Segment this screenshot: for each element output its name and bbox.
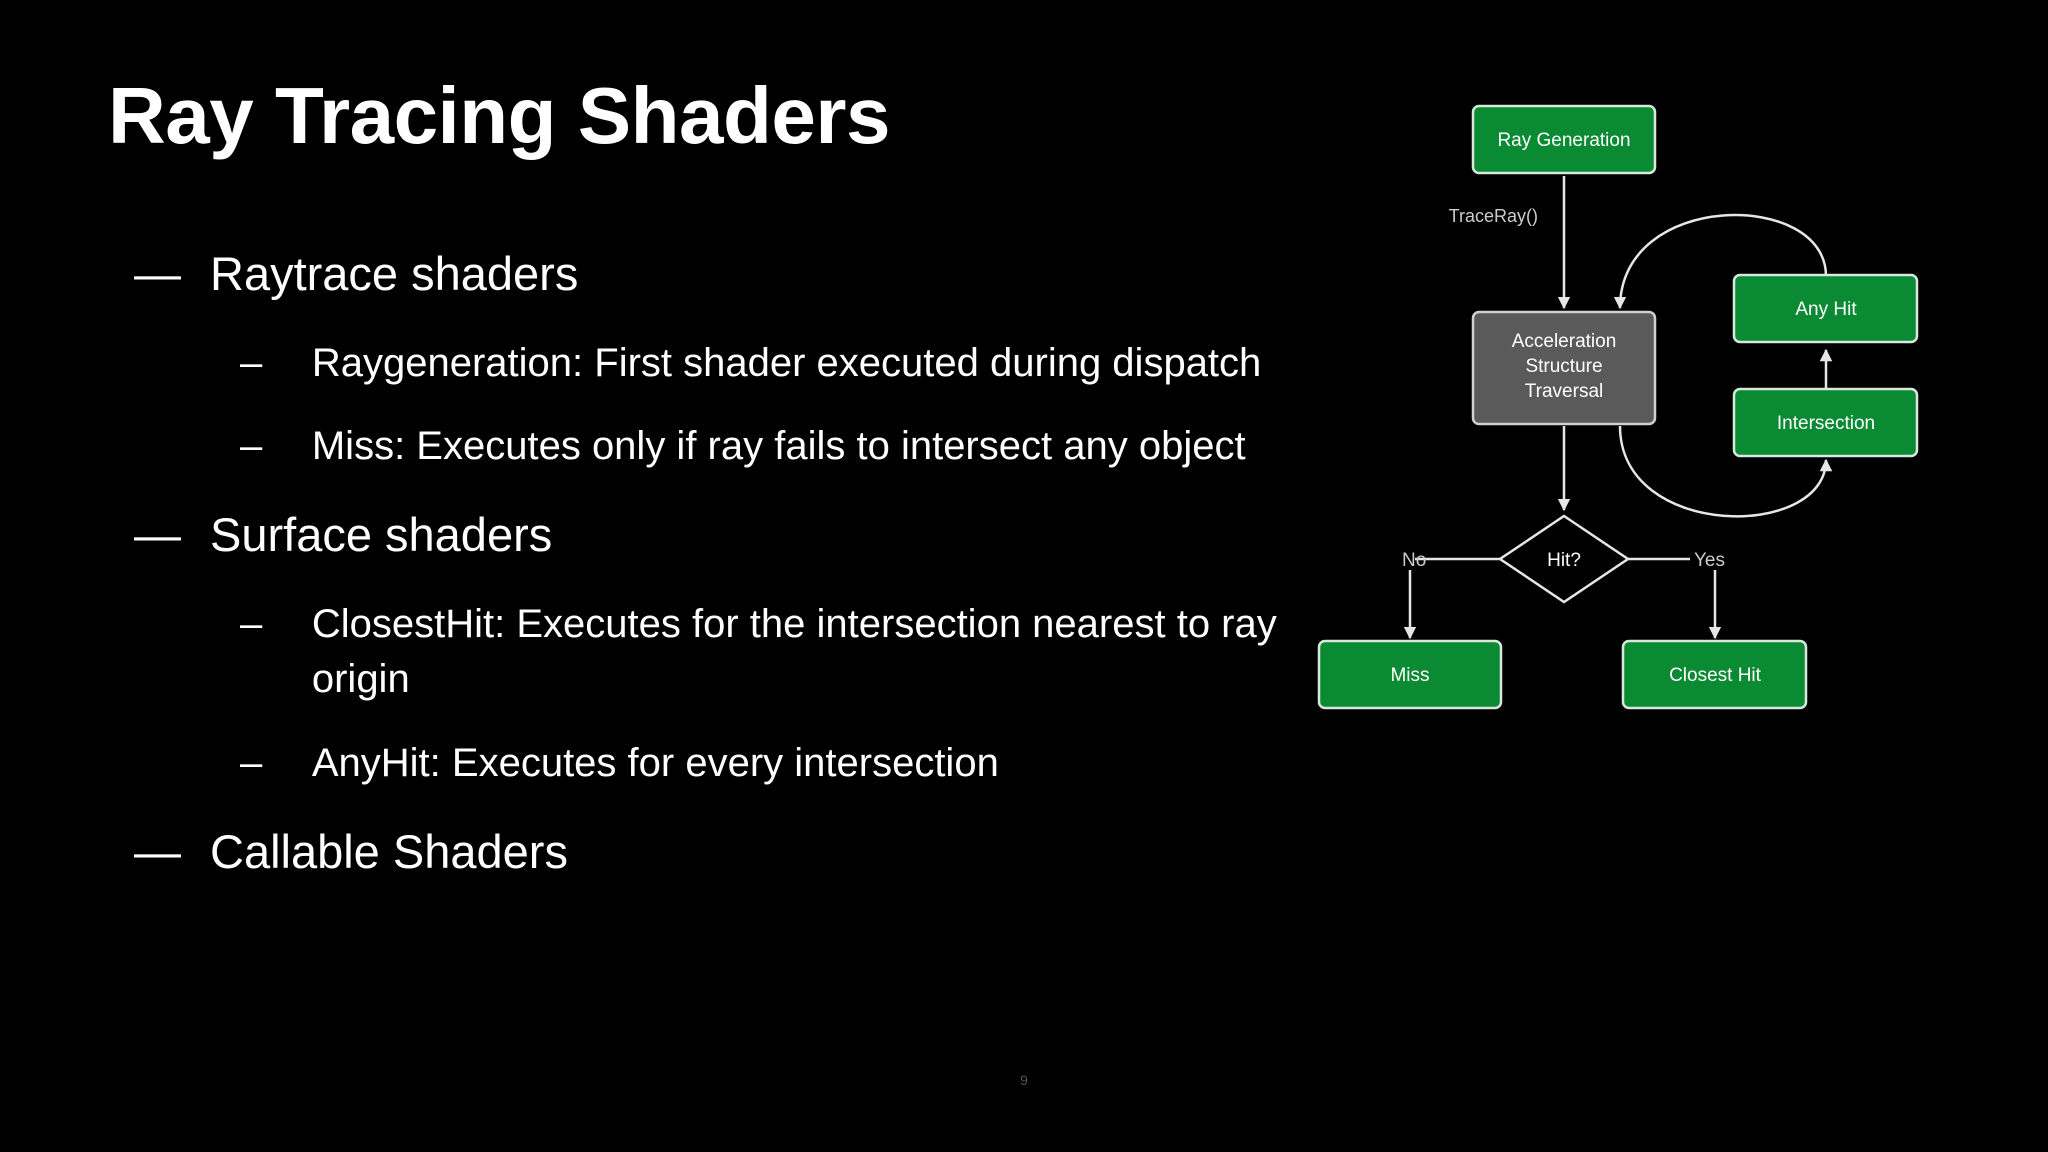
ray-generation-node: Ray Generation: [1471, 104, 1657, 175]
bullet-dash: —: [134, 508, 181, 561]
any-hit-label: Any Hit: [1795, 299, 1857, 320]
bullet-raygeneration: – Raygeneration: First shader executed d…: [240, 336, 1300, 391]
ray-generation-label: Ray Generation: [1497, 130, 1630, 151]
bullet-miss: – Miss: Executes only if ray fails to in…: [240, 419, 1300, 474]
acceleration-label-line1: Acceleration: [1512, 331, 1617, 352]
bullet-anyhit: – AnyHit: Executes for every intersectio…: [240, 736, 1300, 791]
bullet-subdash: –: [240, 602, 263, 646]
bullet-dash: —: [134, 825, 181, 878]
page-number: 9: [1020, 1072, 1028, 1088]
slide-title: Ray Tracing Shaders: [108, 71, 890, 160]
bullet-subdash: –: [240, 341, 263, 385]
bullet-dash: —: [134, 247, 181, 300]
bullet-raytrace-shaders: — Raytrace shaders: [134, 246, 578, 302]
bullet-list: — Raytrace shaders – Raygeneration: Firs…: [134, 246, 1300, 880]
intersection-node: Intersection: [1732, 387, 1919, 458]
bullet-subdash: –: [240, 424, 263, 468]
trace-ray-label: TraceRay(): [1449, 206, 1538, 226]
ray-tracing-pipeline-diagram: Ray Generation TraceRay() Acceleration S…: [1317, 104, 1919, 710]
bullet-text: Miss: Executes only if ray fails to inte…: [311, 424, 1246, 468]
bullet-text: Callable Shaders: [210, 825, 568, 878]
bullet-text: Raygeneration: First shader executed dur…: [311, 341, 1262, 385]
bullet-text: AnyHit: Executes for every intersection: [311, 741, 999, 785]
bullet-subdash: –: [240, 741, 263, 785]
acceleration-structure-node: Acceleration Structure Traversal: [1471, 310, 1657, 426]
any-hit-return-arrow: [1613, 213, 1828, 310]
acceleration-label-line3: Traversal: [1525, 381, 1603, 402]
hit-decision-node: Hit?: [1497, 514, 1631, 604]
any-hit-node: Any Hit: [1732, 273, 1919, 344]
intersection-label: Intersection: [1777, 413, 1875, 434]
miss-label: Miss: [1390, 665, 1429, 686]
no-label: No: [1402, 550, 1426, 571]
hit-decision-label: Hit?: [1547, 550, 1581, 571]
closest-hit-label: Closest Hit: [1669, 665, 1762, 686]
acceleration-label-line2: Structure: [1525, 356, 1602, 377]
bullet-closesthit: – ClosestHit: Executes for the intersect…: [240, 597, 1300, 707]
connector-lines: [1403, 176, 1833, 640]
bullet-text: Surface shaders: [210, 508, 553, 561]
miss-node: Miss: [1317, 639, 1503, 710]
traversal-to-intersection-arrow: [1618, 425, 1833, 518]
closest-hit-node: Closest Hit: [1621, 639, 1808, 710]
bullet-text: Raytrace shaders: [210, 247, 579, 300]
bullet-callable-shaders: — Callable Shaders: [134, 824, 568, 880]
yes-label: Yes: [1694, 550, 1725, 571]
bullet-surface-shaders: — Surface shaders: [134, 507, 552, 563]
bullet-text: ClosestHit: Executes for the intersectio…: [311, 602, 1277, 701]
